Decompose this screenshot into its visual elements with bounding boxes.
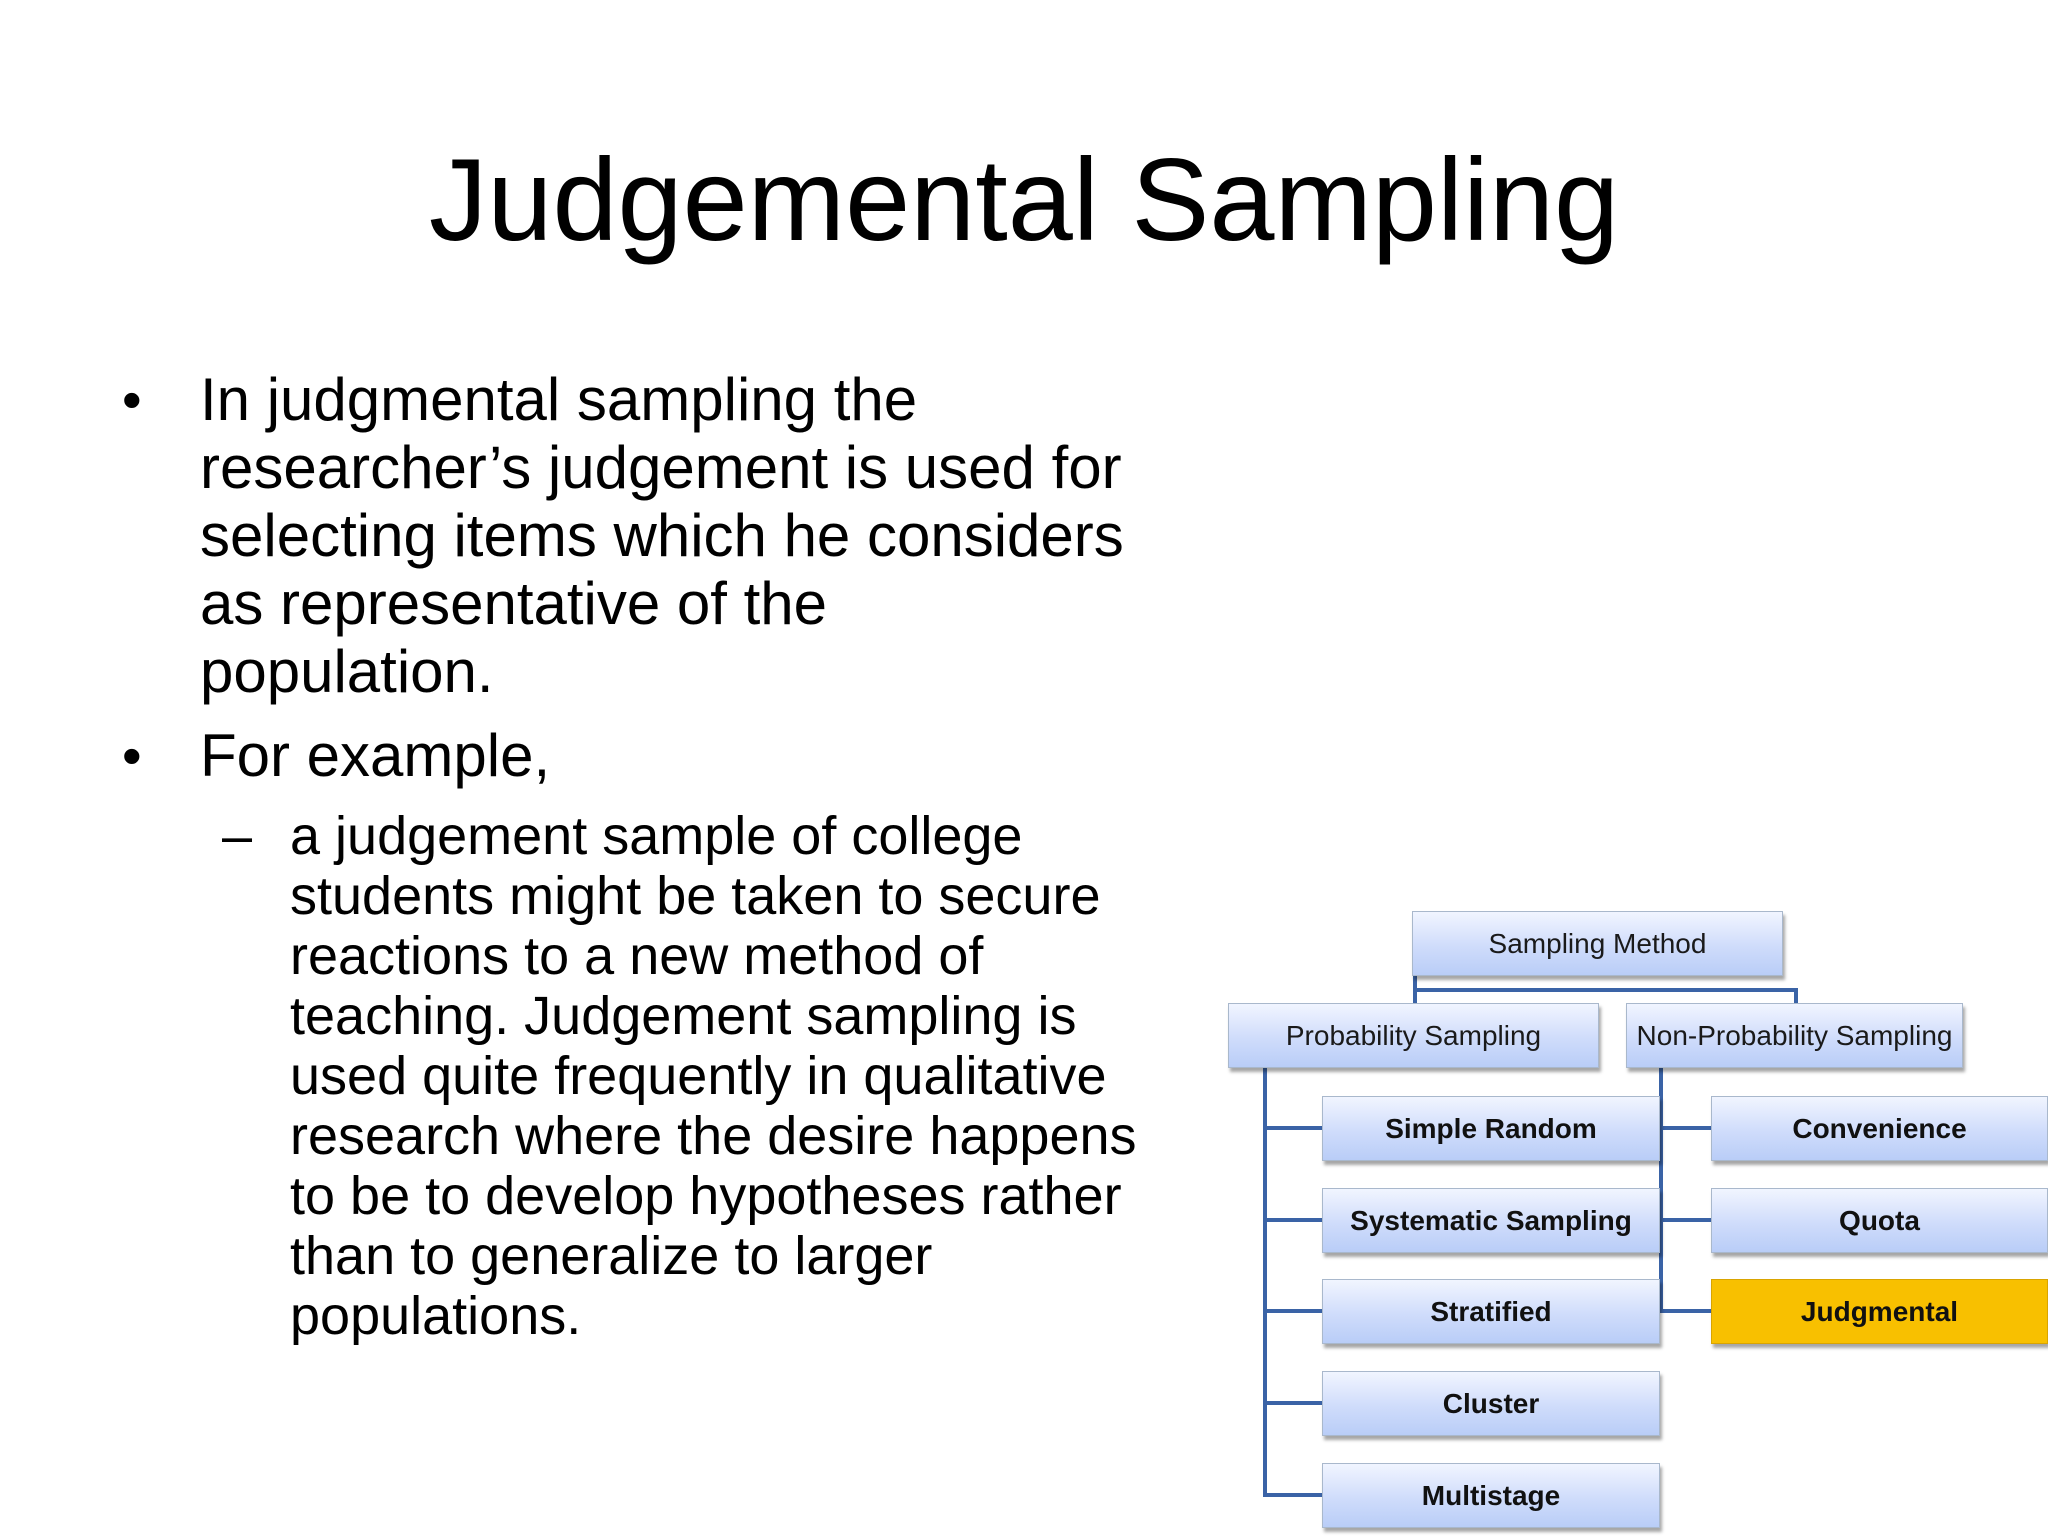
bullet-line: as representative of the xyxy=(200,570,828,637)
bullet-dot-icon: • xyxy=(122,368,142,431)
node-stratified: Stratified xyxy=(1322,1279,1660,1344)
node-judgmental: Judgmental xyxy=(1711,1279,2048,1344)
sub-bullet-line: used quite frequently in qualitative xyxy=(290,1046,1107,1106)
node-cluster: Cluster xyxy=(1322,1371,1660,1436)
sub-bullet-line: than to generalize to larger xyxy=(290,1226,933,1286)
bullet-dot-icon: • xyxy=(122,724,142,787)
bullet-line: population. xyxy=(200,638,494,705)
bullet-item: • In judgmental sampling the researcher’… xyxy=(122,366,1220,706)
bullet-line: For example, xyxy=(200,722,551,789)
bullet-item: • For example, xyxy=(122,722,1220,790)
dash-icon: – xyxy=(222,806,253,866)
sub-bullet-line: to be to develop hypotheses rather xyxy=(290,1166,1122,1226)
node-convenience: Convenience xyxy=(1711,1096,2048,1161)
node-probability-sampling: Probability Sampling xyxy=(1228,1003,1599,1068)
sub-bullet-line: teaching. Judgement sampling is xyxy=(290,986,1077,1046)
sub-bullet-line: reactions to a new method of xyxy=(290,926,984,986)
node-non-probability-sampling: Non-Probability Sampling xyxy=(1626,1003,1963,1068)
slide-title: Judgemental Sampling xyxy=(428,134,1620,265)
node-simple-random: Simple Random xyxy=(1322,1096,1660,1161)
node-multistage: Multistage xyxy=(1322,1463,1660,1528)
sub-bullet-line: students might be taken to secure xyxy=(290,866,1101,926)
sub-bullet-line: research where the desire happens xyxy=(290,1106,1137,1166)
node-systematic-sampling: Systematic Sampling xyxy=(1322,1188,1660,1253)
node-sampling-method: Sampling Method xyxy=(1412,911,1783,976)
sub-bullet-item: – a judgement sample of college students… xyxy=(222,806,1210,1346)
bullet-line: selecting items which he considers xyxy=(200,502,1124,569)
bullet-line: researcher’s judgement is used for xyxy=(200,434,1122,501)
bullet-line: In judgmental sampling the xyxy=(200,366,918,433)
sub-bullet-line: populations. xyxy=(290,1286,582,1346)
node-quota: Quota xyxy=(1711,1188,2048,1253)
sub-bullet-line: a judgement sample of college xyxy=(290,806,1023,866)
